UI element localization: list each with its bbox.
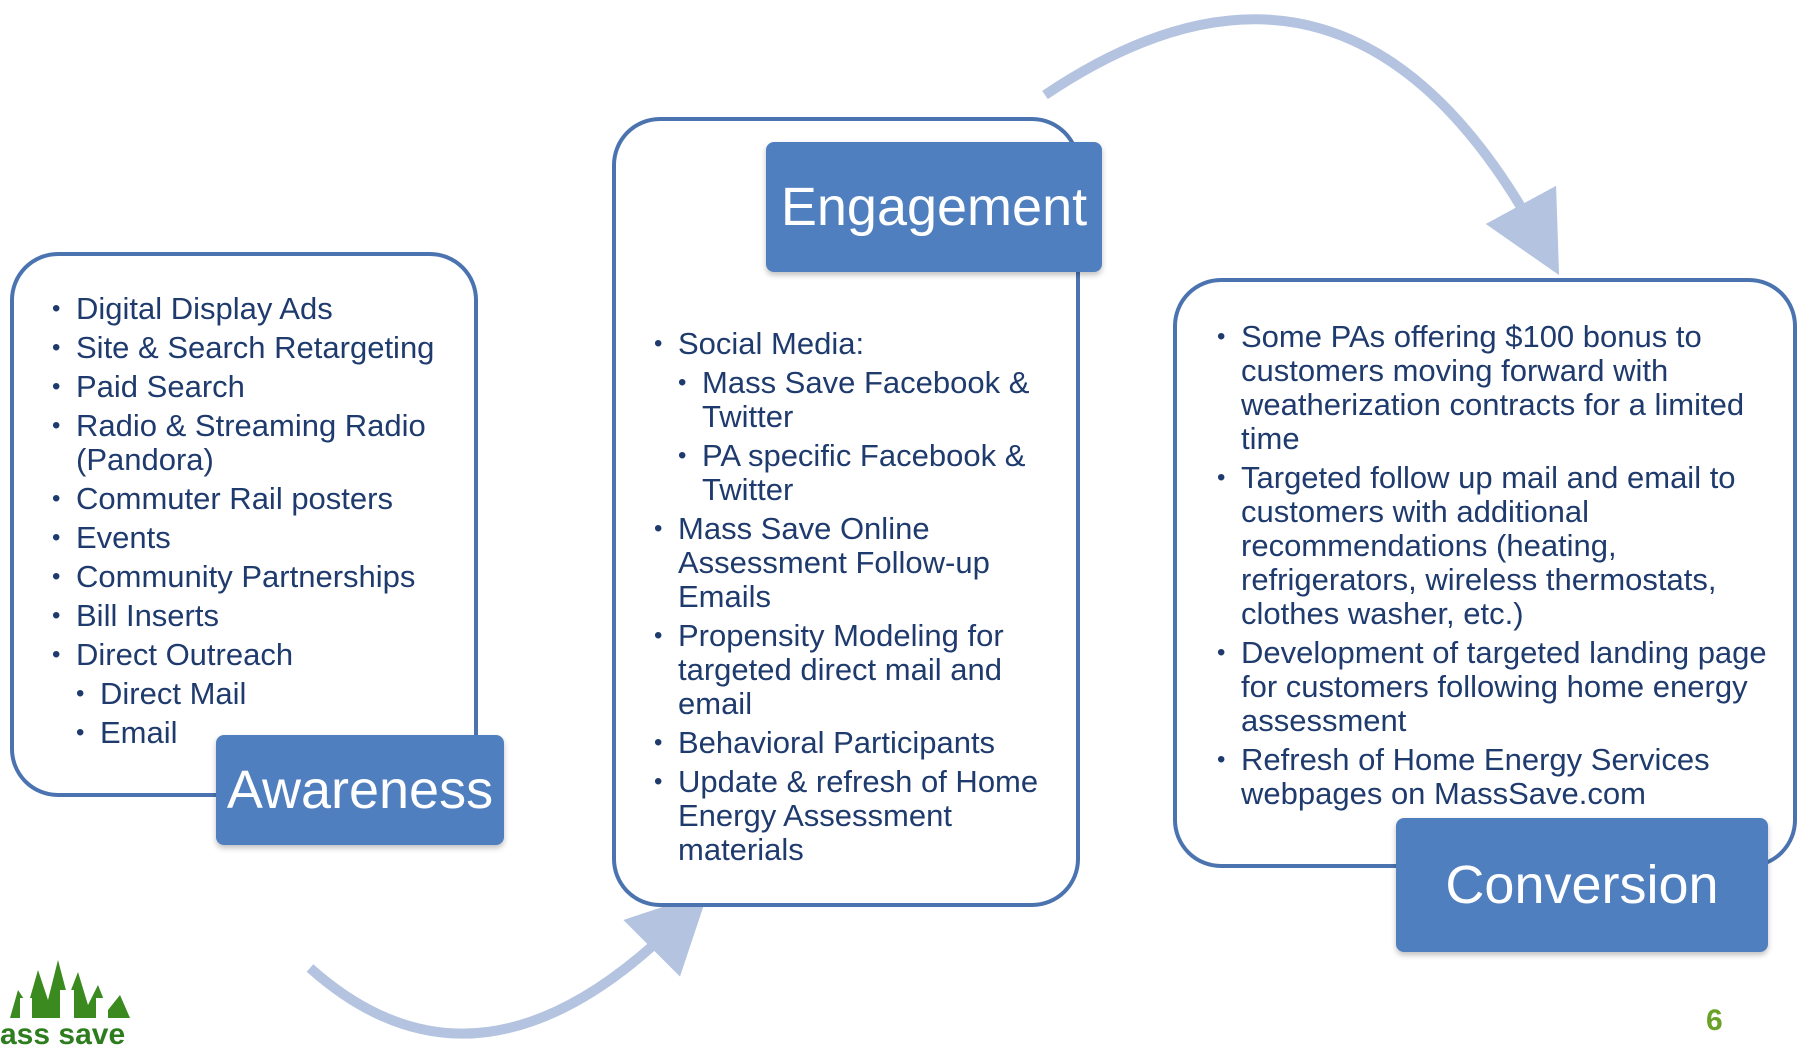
mass-save-logo-icon [10, 960, 130, 1018]
engagement-item: Mass Save Online Assessment Follow-up Em… [654, 512, 1064, 614]
conversion-item: Some PAs offering $100 bonus to customer… [1217, 320, 1772, 456]
awareness-item: Email [76, 716, 462, 751]
arrow-engagement-to-conversion [1042, 14, 1560, 276]
awareness-item: Site & Search Retargeting [52, 331, 462, 366]
page-number: 6 [1706, 1004, 1723, 1037]
engagement-item: PA specific Facebook & Twitter [678, 439, 1064, 507]
awareness-item: Bill Inserts [52, 599, 462, 634]
awareness-box: Digital Display AdsSite & Search Retarge… [10, 252, 478, 797]
engagement-list: Social Media: Mass Save Facebook & Twitte… [654, 327, 1064, 872]
conversion-label: Conversion [1396, 818, 1768, 952]
awareness-label: Awareness [216, 735, 504, 845]
awareness-list: Digital Display AdsSite & Search Retarge… [52, 292, 462, 755]
awareness-item: Community Partnerships [52, 560, 462, 595]
arrow-awareness-to-engagement [306, 891, 709, 1039]
awareness-item: Events [52, 521, 462, 556]
awareness-item: Direct Outreach [52, 638, 462, 673]
engagement-item: Social Media: [654, 327, 1064, 362]
awareness-item: Direct Mail [76, 677, 462, 712]
awareness-item: Commuter Rail posters [52, 482, 462, 517]
conversion-list: Some PAs offering $100 bonus to customer… [1217, 320, 1772, 816]
engagement-item: Update & refresh of Home Energy Assessme… [654, 765, 1064, 867]
engagement-item: Propensity Modeling for targeted direct … [654, 619, 1064, 721]
conversion-item: Targeted follow up mail and email to cus… [1217, 461, 1772, 631]
engagement-item: Mass Save Facebook & Twitter [678, 366, 1064, 434]
awareness-item: Digital Display Ads [52, 292, 462, 327]
awareness-item: Paid Search [52, 370, 462, 405]
logo-text: ass save [0, 1018, 126, 1051]
conversion-item: Refresh of Home Energy Services webpages… [1217, 743, 1772, 811]
engagement-item: Behavioral Participants [654, 726, 1064, 761]
conversion-box: Some PAs offering $100 bonus to customer… [1173, 278, 1797, 868]
engagement-label: Engagement [766, 142, 1102, 272]
awareness-item: Radio & Streaming Radio (Pandora) [52, 409, 462, 477]
conversion-item: Development of targeted landing page for… [1217, 636, 1772, 738]
